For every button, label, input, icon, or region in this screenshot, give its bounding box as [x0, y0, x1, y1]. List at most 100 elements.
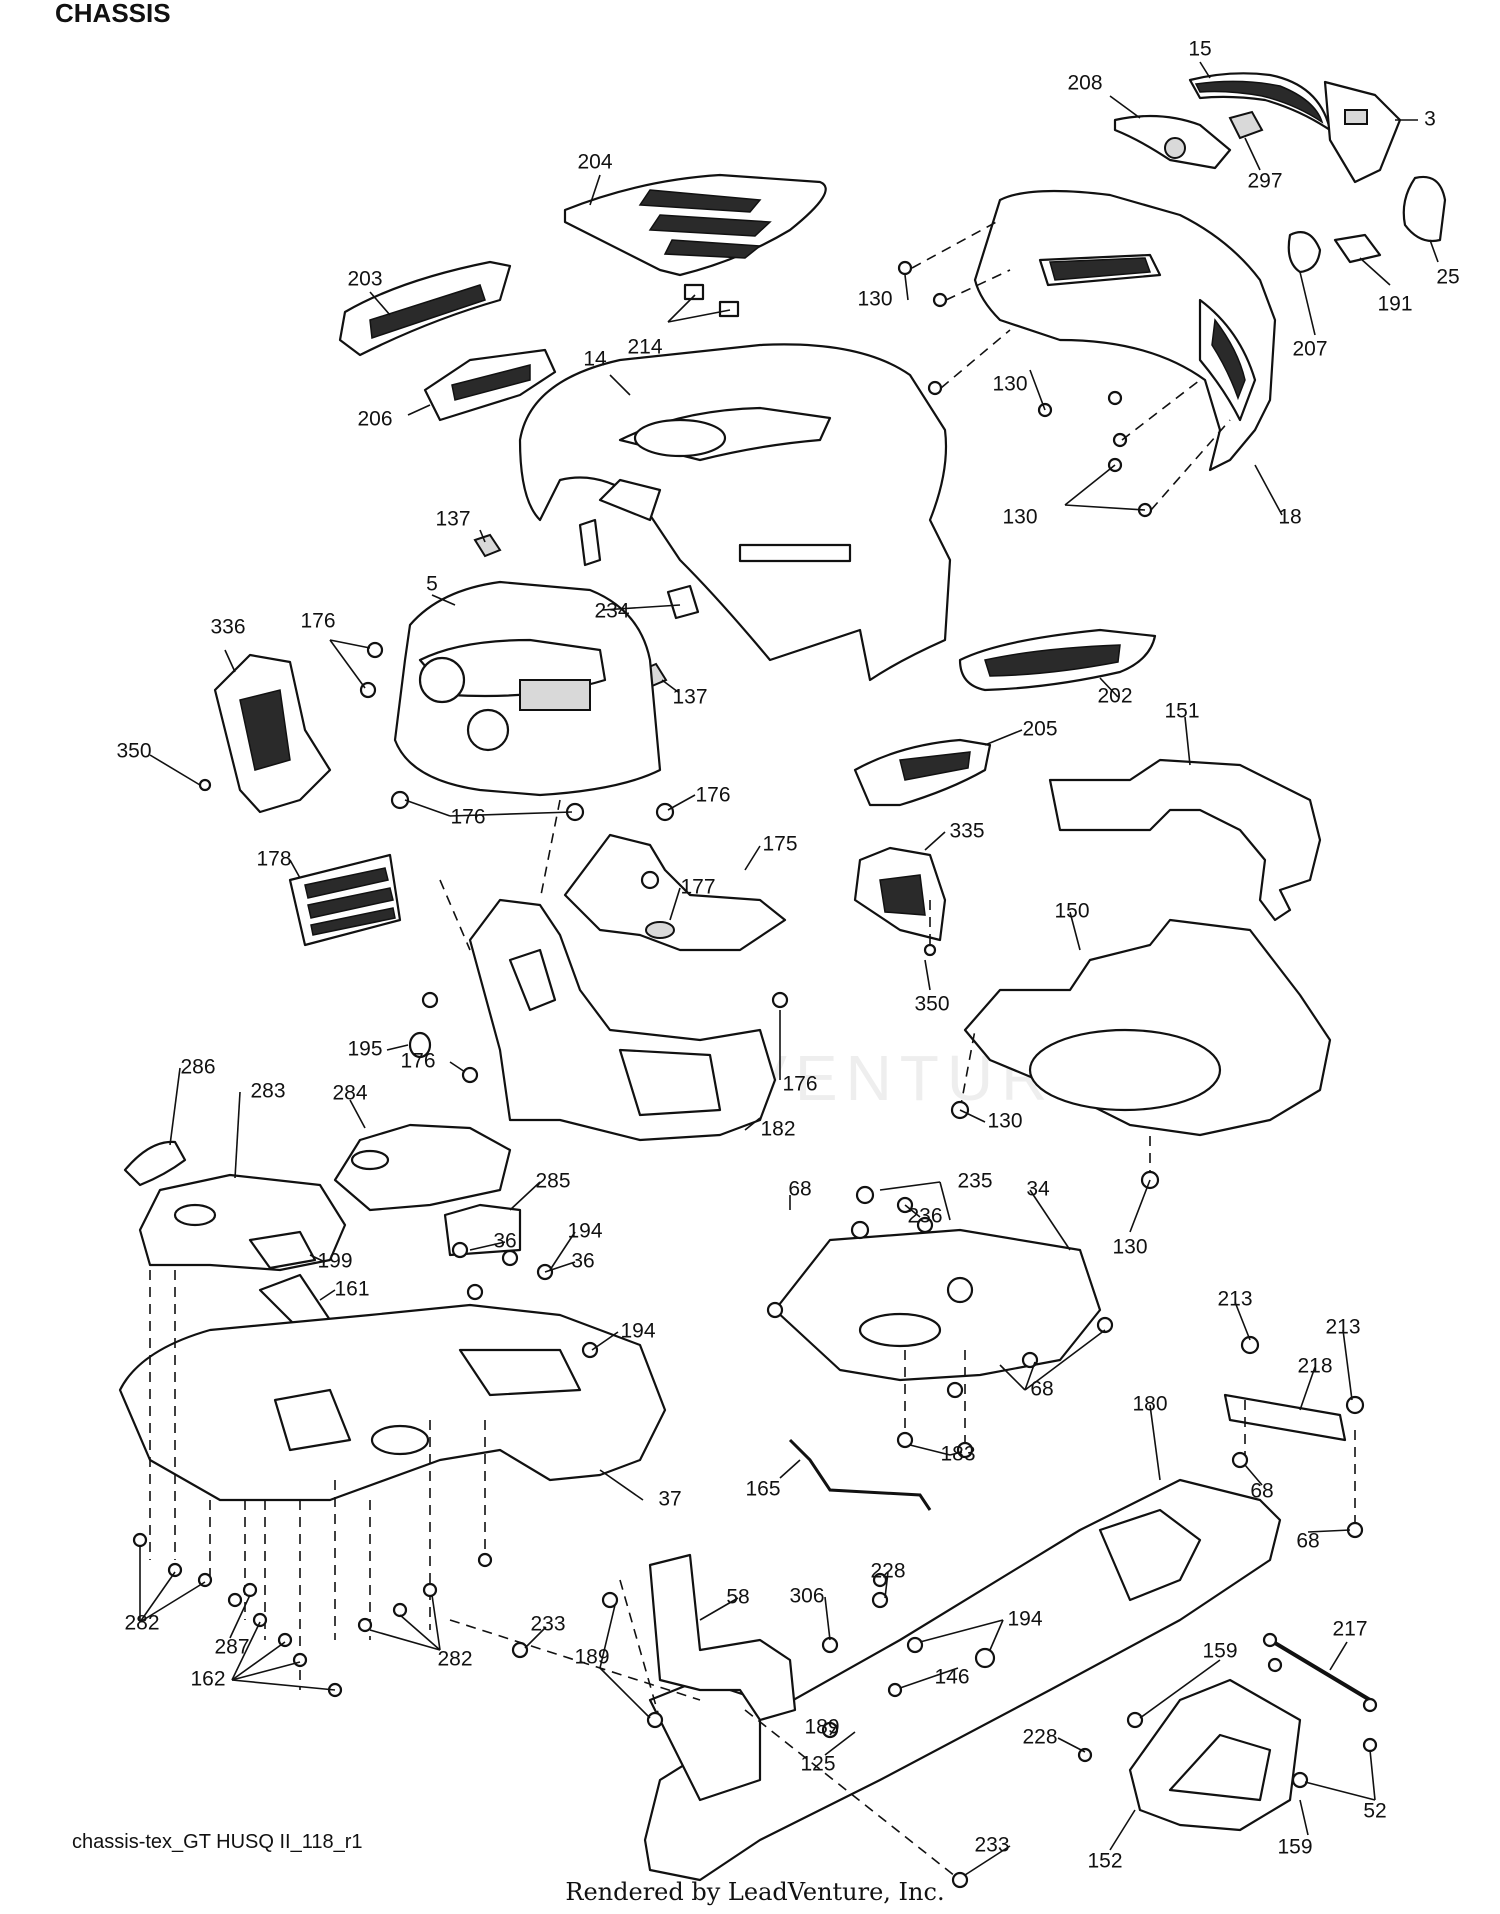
corner-title: CHASSIS — [55, 0, 171, 28]
label-189-b: 189 — [804, 1716, 839, 1739]
label-18: 18 — [1278, 506, 1301, 529]
label-284: 284 — [332, 1082, 367, 1105]
part-335-side-panel — [853, 846, 947, 942]
label-58: 58 — [726, 1586, 749, 1609]
label-146: 146 — [934, 1666, 969, 1689]
label-218: 218 — [1297, 1355, 1332, 1378]
label-3: 3 — [1424, 108, 1436, 131]
label-285: 285 — [535, 1170, 570, 1193]
part-3-bezel — [1323, 80, 1402, 184]
part-336-side-panel — [213, 653, 332, 814]
label-36-a: 36 — [493, 1230, 516, 1253]
part-58-bracket — [648, 1553, 797, 1722]
part-286-handle — [123, 1140, 187, 1187]
label-202: 202 — [1097, 685, 1132, 708]
part-214-clips — [683, 283, 740, 318]
part-178-vent-plate — [288, 853, 402, 947]
label-194-c: 194 — [1007, 1608, 1042, 1631]
part-34-plate — [773, 1228, 1102, 1382]
part-151-bracket — [1048, 758, 1322, 922]
label-130-d: 130 — [987, 1110, 1022, 1133]
part-18-front-bumper — [973, 189, 1277, 472]
label-176-b: 176 — [695, 784, 730, 807]
label-236: 236 — [907, 1205, 942, 1228]
part-208-headlight — [1113, 114, 1232, 170]
label-194-a: 194 — [567, 1220, 602, 1243]
leader-lines — [139, 61, 1439, 1876]
part-137-clip-upper — [473, 533, 502, 558]
part-297-bulb — [1228, 110, 1264, 140]
label-228-b: 228 — [1022, 1726, 1057, 1749]
label-282-b: 282 — [437, 1648, 472, 1671]
part-202-grille — [958, 628, 1157, 692]
label-152: 152 — [1087, 1850, 1122, 1873]
label-182: 182 — [760, 1118, 795, 1141]
label-34: 34 — [1026, 1178, 1050, 1201]
label-162: 162 — [190, 1668, 225, 1691]
label-176-c: 176 — [450, 806, 485, 829]
label-213-b: 213 — [1325, 1316, 1360, 1339]
label-205: 205 — [1022, 718, 1057, 741]
part-284-rear-panel — [333, 1123, 512, 1212]
label-206: 206 — [357, 408, 392, 431]
label-199: 199 — [317, 1250, 352, 1273]
label-203: 203 — [347, 268, 382, 291]
label-14: 14 — [583, 348, 607, 371]
label-233-b: 233 — [974, 1834, 1009, 1857]
label-235: 235 — [957, 1170, 992, 1193]
screws-130-upper — [897, 219, 1231, 518]
label-234: 234 — [594, 600, 629, 623]
label-306: 306 — [789, 1585, 824, 1608]
part-191-clip — [1333, 233, 1382, 264]
part-207-socket — [1287, 231, 1322, 274]
drawing-id: chassis-tex_GT HUSQ II_118_r1 — [72, 1831, 363, 1853]
part-204-hood-top — [563, 173, 827, 277]
label-283: 283 — [250, 1080, 285, 1103]
part-199-plate — [248, 1230, 317, 1270]
label-189-a: 189 — [574, 1646, 609, 1669]
label-130-e: 130 — [1112, 1236, 1147, 1259]
part-217-rod — [1268, 1638, 1372, 1702]
label-286: 286 — [180, 1056, 215, 1079]
label-68-c: 68 — [1250, 1480, 1273, 1503]
label-151: 151 — [1164, 700, 1199, 723]
label-208: 208 — [1067, 72, 1102, 95]
label-52: 52 — [1363, 1800, 1386, 1823]
label-228-a: 228 — [870, 1560, 905, 1583]
label-214: 214 — [627, 336, 662, 359]
label-217: 217 — [1332, 1618, 1367, 1641]
part-182-console — [468, 898, 777, 1142]
label-159-b: 159 — [1277, 1836, 1312, 1859]
label-25: 25 — [1436, 266, 1459, 289]
label-335: 335 — [949, 820, 984, 843]
label-68-d: 68 — [1296, 1530, 1319, 1553]
part-15-lens — [1188, 72, 1332, 132]
part-175-bracket — [563, 833, 787, 952]
part-180-frame — [643, 1478, 1282, 1882]
part-150-floor-pan — [963, 918, 1332, 1137]
label-183: 183 — [940, 1443, 975, 1466]
label-161: 161 — [334, 1278, 369, 1301]
label-68-a: 68 — [788, 1178, 811, 1201]
part-5-dash-panel — [393, 580, 662, 797]
label-191: 191 — [1377, 293, 1412, 316]
label-176-d: 176 — [400, 1050, 435, 1073]
label-176-a: 176 — [300, 610, 335, 633]
label-5: 5 — [426, 573, 438, 596]
label-125: 125 — [800, 1753, 835, 1776]
part-25-trim — [1402, 175, 1447, 243]
part-165-rod — [788, 1438, 932, 1511]
part-234-pad-2 — [578, 518, 602, 567]
part-37-deck — [118, 1303, 667, 1502]
label-37: 37 — [658, 1488, 681, 1511]
label-282-a: 282 — [124, 1612, 159, 1635]
part-205-trim — [853, 738, 992, 807]
label-207: 207 — [1292, 338, 1327, 361]
part-152-support — [1128, 1678, 1302, 1832]
label-175: 175 — [762, 833, 797, 856]
label-177: 177 — [680, 876, 715, 899]
part-283-rear-panel — [138, 1173, 347, 1272]
label-178: 178 — [256, 848, 291, 871]
label-195: 195 — [347, 1038, 382, 1061]
